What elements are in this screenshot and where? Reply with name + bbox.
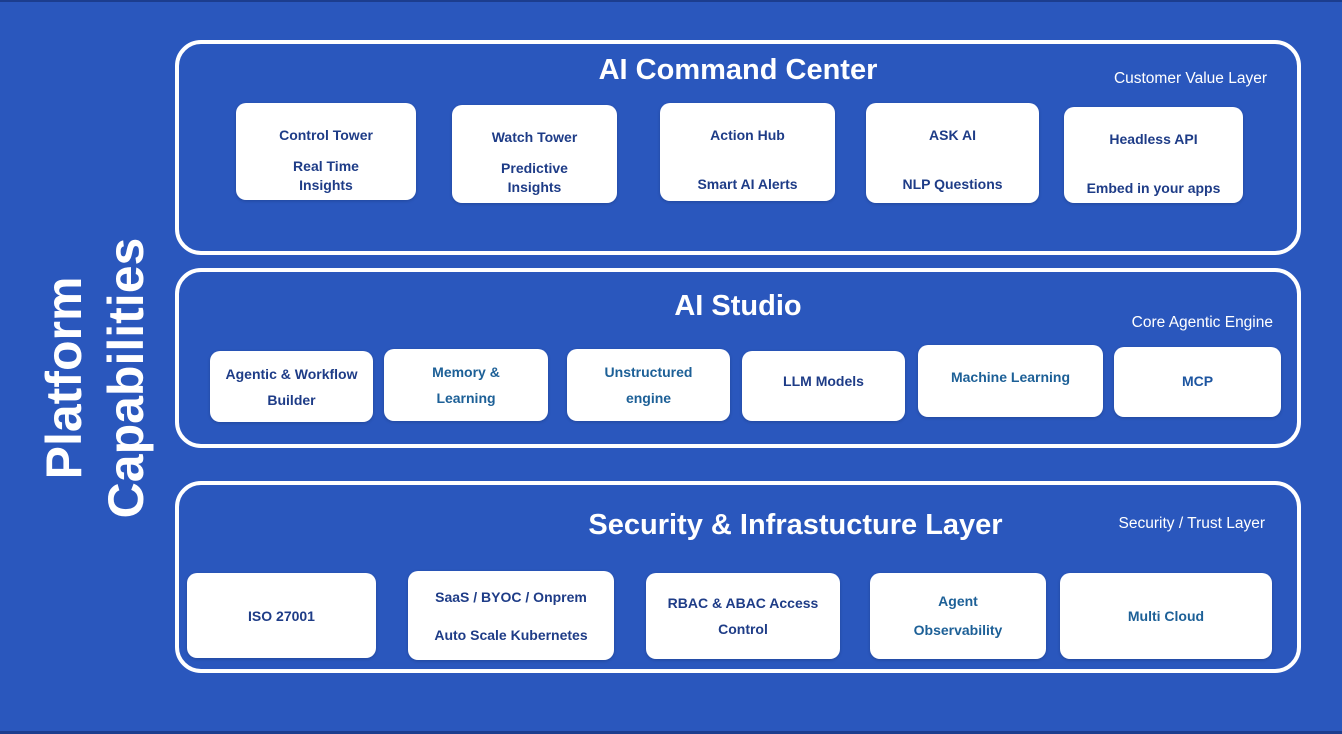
card-subtitle: Auto Scale Kubernetes: [434, 626, 588, 643]
card-memory-learning: Memory & Learning: [384, 349, 548, 421]
card-title: RBAC & ABAC Access Control: [667, 595, 819, 637]
card-machine-learning: Machine Learning: [918, 345, 1103, 417]
card-unstructured-engine: Unstructured engine: [567, 349, 730, 421]
card-title: MCP: [1181, 373, 1214, 389]
layer-ai-command-center: AI Command Center Customer Value Layer C…: [175, 40, 1301, 255]
card-action-hub: Action Hub Smart AI Alerts: [660, 103, 835, 201]
card-control-tower: Control Tower Real Time Insights: [236, 103, 416, 200]
card-title: LLM Models: [783, 373, 864, 389]
left-title-line-1: Platform: [36, 276, 92, 480]
card-title: Control Tower: [279, 127, 373, 143]
card-watch-tower: Watch Tower Predictive Insights: [452, 105, 617, 203]
card-subtitle: Predictive Insights: [501, 160, 568, 195]
card-ask-ai: ASK AI NLP Questions: [866, 103, 1039, 203]
layer-tag-customer-value: Customer Value Layer: [1113, 70, 1267, 87]
left-vertical-title: Platform Capabilities: [33, 118, 157, 638]
left-title-line-2: Capabilities: [98, 237, 154, 519]
card-title: SaaS / BYOC / Onprem: [435, 588, 587, 605]
card-agentic-workflow-builder: Agentic & Workflow Builder: [210, 351, 373, 422]
bottom-edge-line: [0, 731, 1342, 734]
card-title: ASK AI: [929, 127, 976, 143]
card-title: Multi Cloud: [1127, 608, 1205, 624]
card-saas-byoc-onprem: SaaS / BYOC / Onprem Auto Scale Kubernet…: [408, 571, 614, 660]
layer-tag-core-agentic-engine: Core Agentic Engine: [1131, 314, 1273, 331]
card-title: Unstructured engine: [604, 364, 693, 406]
card-subtitle: Smart AI Alerts: [697, 176, 798, 192]
card-subtitle: Embed in your apps: [1086, 180, 1221, 196]
layer-ai-studio: AI Studio Core Agentic Engine Agentic & …: [175, 268, 1301, 448]
card-subtitle: NLP Questions: [902, 176, 1003, 192]
card-title: ISO 27001: [248, 607, 315, 624]
card-title: Machine Learning: [950, 369, 1071, 385]
layer-security-infrastructure: Security & Infrastucture Layer Security …: [175, 481, 1301, 673]
card-title: Headless API: [1109, 131, 1198, 147]
top-edge-line: [0, 0, 1342, 2]
card-mcp: MCP: [1114, 347, 1281, 417]
card-multi-cloud: Multi Cloud: [1060, 573, 1272, 659]
card-title: Watch Tower: [491, 129, 578, 145]
card-title: Action Hub: [710, 127, 785, 143]
card-headless-api: Headless API Embed in your apps: [1064, 107, 1243, 203]
layer-title-security-infrastructure: Security & Infrastucture Layer: [588, 509, 1003, 541]
card-agent-observability: Agent Observability: [870, 573, 1046, 659]
card-title: Agent Observability: [913, 593, 1003, 638]
layer-title-ai-command-center: AI Command Center: [598, 54, 878, 86]
card-llm-models: LLM Models: [742, 351, 905, 421]
card-rbac-abac-access-control: RBAC & ABAC Access Control: [646, 573, 840, 659]
card-subtitle: Real Time Insights: [293, 158, 359, 193]
card-title: Memory & Learning: [432, 364, 500, 406]
layer-tag-security-trust: Security / Trust Layer: [1118, 515, 1265, 532]
card-title: Agentic & Workflow Builder: [225, 365, 358, 408]
layer-title-ai-studio: AI Studio: [674, 290, 802, 322]
card-iso-27001: ISO 27001: [187, 573, 376, 658]
